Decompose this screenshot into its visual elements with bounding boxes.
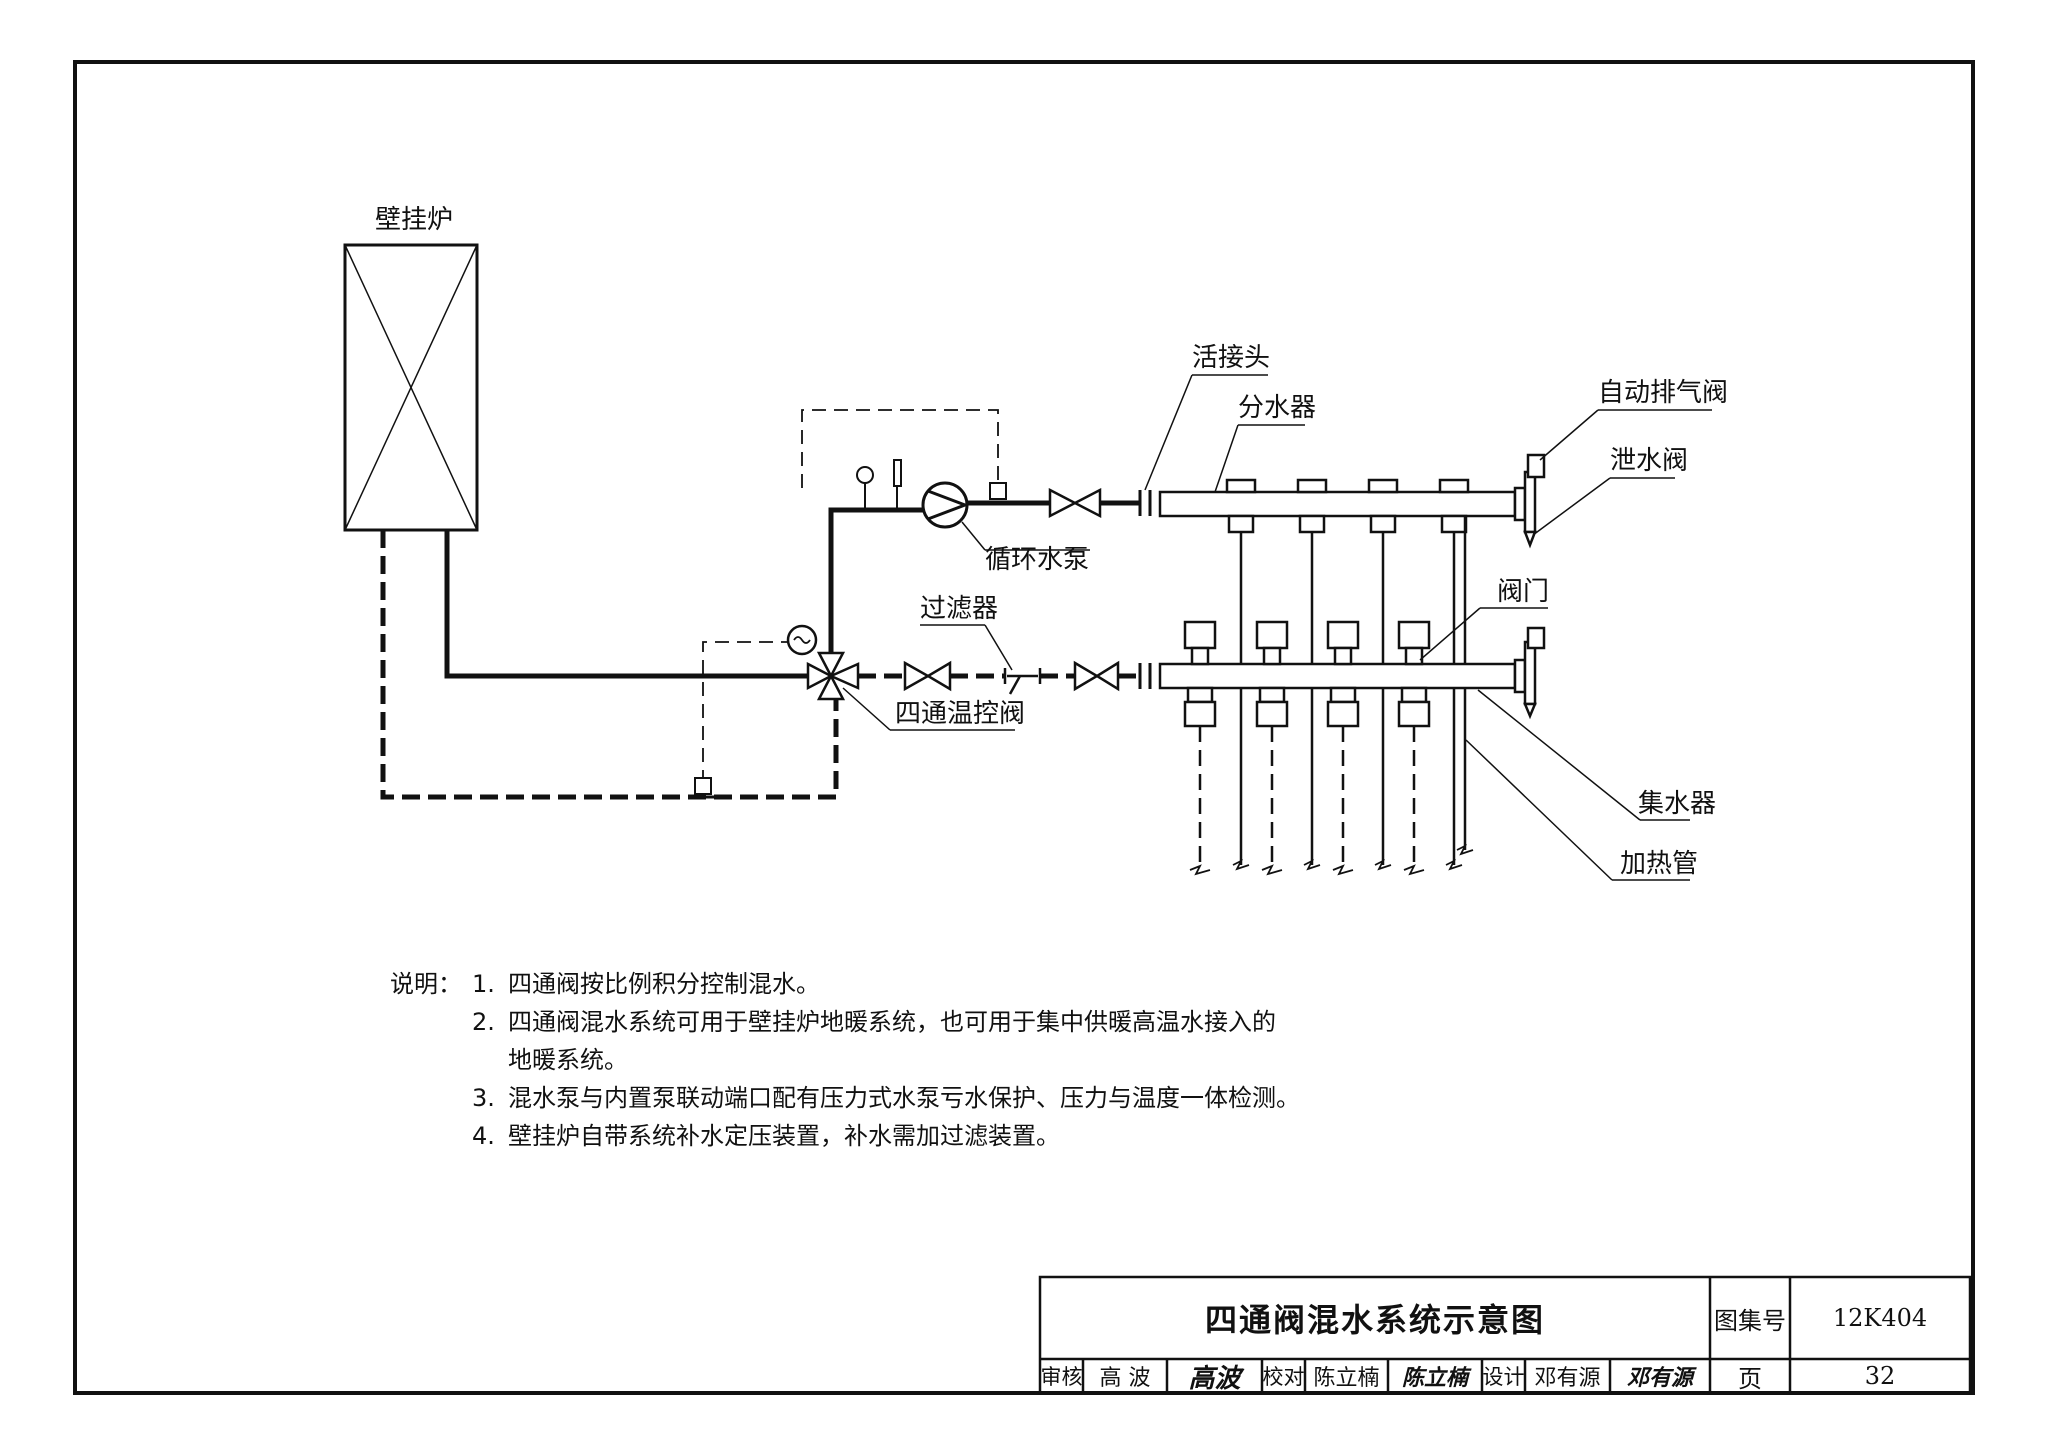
boiler-label: 壁挂炉 (375, 205, 453, 235)
note-item-3: 3. 混水泵与内置泵联动端口配有压力式水泵亏水保护、压力与温度一体检测。 (390, 1079, 1390, 1117)
drawing-title: 四通阀混水系统示意图 (1204, 1301, 1545, 1339)
note-number: 4. (472, 1122, 495, 1150)
design-label: 设计 (1482, 1365, 1525, 1389)
collector-label: 集水器 (1638, 789, 1716, 819)
return-sensor (694, 777, 712, 795)
gauge-symbols (856, 459, 902, 510)
four-way-valve-label: 四通温控阀 (895, 699, 1025, 729)
atlas-number: 12K404 (1832, 1304, 1928, 1332)
pump-symbol (921, 481, 1011, 529)
designer-signature: 邓有源 (1626, 1365, 1693, 1391)
return-valve-1 (903, 660, 952, 692)
air-vent-label: 自动排气阀 (1598, 378, 1728, 408)
union-symbols (1138, 490, 1152, 689)
filter-symbol (1003, 668, 1042, 695)
valve-label: 阀门 (1497, 577, 1549, 607)
note-text: 地暖系统。 (508, 1046, 628, 1074)
note-text: 四通阀按比例积分控制混水。 (508, 970, 820, 998)
return-pipe (380, 530, 1140, 800)
pump-label: 循环水泵 (985, 545, 1089, 575)
notes-block: 说明： (390, 965, 1390, 1003)
four-way-valve-symbol (786, 624, 860, 701)
reviewer-name: 高 波 (1099, 1366, 1151, 1391)
filter-label: 过滤器 (920, 594, 998, 624)
distributor-air-vent (1523, 453, 1546, 549)
notes-prefix: 说明： (390, 970, 462, 998)
drain-valve-label: 泄水阀 (1610, 446, 1688, 476)
return-valve-2 (1073, 660, 1120, 692)
supply-valve-symbol (1048, 487, 1102, 519)
note-item-2-continued: 地暖系统。 (390, 1041, 1390, 1079)
note-text: 四通阀混水系统可用于壁挂炉地暖系统，也可用于集中供暖高温水接入的 (508, 1008, 1276, 1036)
drawing-frame (73, 60, 1975, 1395)
reviewer-signature: 高波 (1188, 1363, 1241, 1394)
title-block-grid (1038, 1275, 1972, 1395)
atlas-label: 图集号 (1714, 1306, 1786, 1335)
break-marks (1189, 843, 1474, 876)
review-label: 审核 (1040, 1365, 1083, 1389)
page-number: 32 (1864, 1362, 1896, 1390)
distributor-manifold (1158, 478, 1527, 534)
collector-manifold (1158, 620, 1527, 728)
checker-name: 陈立楠 (1313, 1366, 1380, 1391)
designer-name: 邓有源 (1534, 1366, 1601, 1391)
union-label: 活接头 (1192, 343, 1270, 373)
notes-list: 1. 四通阀按比例积分控制混水。 2. 四通阀混水系统可用于壁挂炉地暖系统，也可… (390, 965, 1390, 1155)
heating-pipe-label: 加热管 (1620, 849, 1698, 879)
collector-air-vent (1523, 626, 1546, 720)
check-label: 校对 (1262, 1365, 1305, 1389)
checker-signature: 陈立楠 (1401, 1365, 1468, 1391)
note-number: 3. (472, 1084, 495, 1112)
note-number: 2. (472, 1008, 495, 1036)
distributor-label: 分水器 (1238, 393, 1316, 423)
control-lines (702, 409, 999, 778)
title-block: 四通阀混水系统示意图 图集号 12K404 页 32 审核 高 波 高波 校对 … (1040, 1277, 1970, 1394)
page-label: 页 (1738, 1364, 1762, 1393)
note-item-4: 4. 壁挂炉自带系统补水定压装置，补水需加过滤装置。 (390, 1117, 1390, 1155)
note-text: 混水泵与内置泵联动端口配有压力式水泵亏水保护、压力与温度一体检测。 (508, 1084, 1300, 1112)
note-text: 壁挂炉自带系统补水定压装置，补水需加过滤装置。 (508, 1122, 1060, 1150)
boiler-symbol (343, 243, 479, 532)
note-number: 1. (472, 970, 495, 998)
note-item-1: 1. 四通阀按比例积分控制混水。 (390, 965, 1390, 1003)
supply-pipe (444, 500, 1140, 679)
return-branches (1198, 726, 1416, 870)
note-item-2: 2. 四通阀混水系统可用于壁挂炉地暖系统，也可用于集中供暖高温水接入的 (390, 1003, 1390, 1041)
